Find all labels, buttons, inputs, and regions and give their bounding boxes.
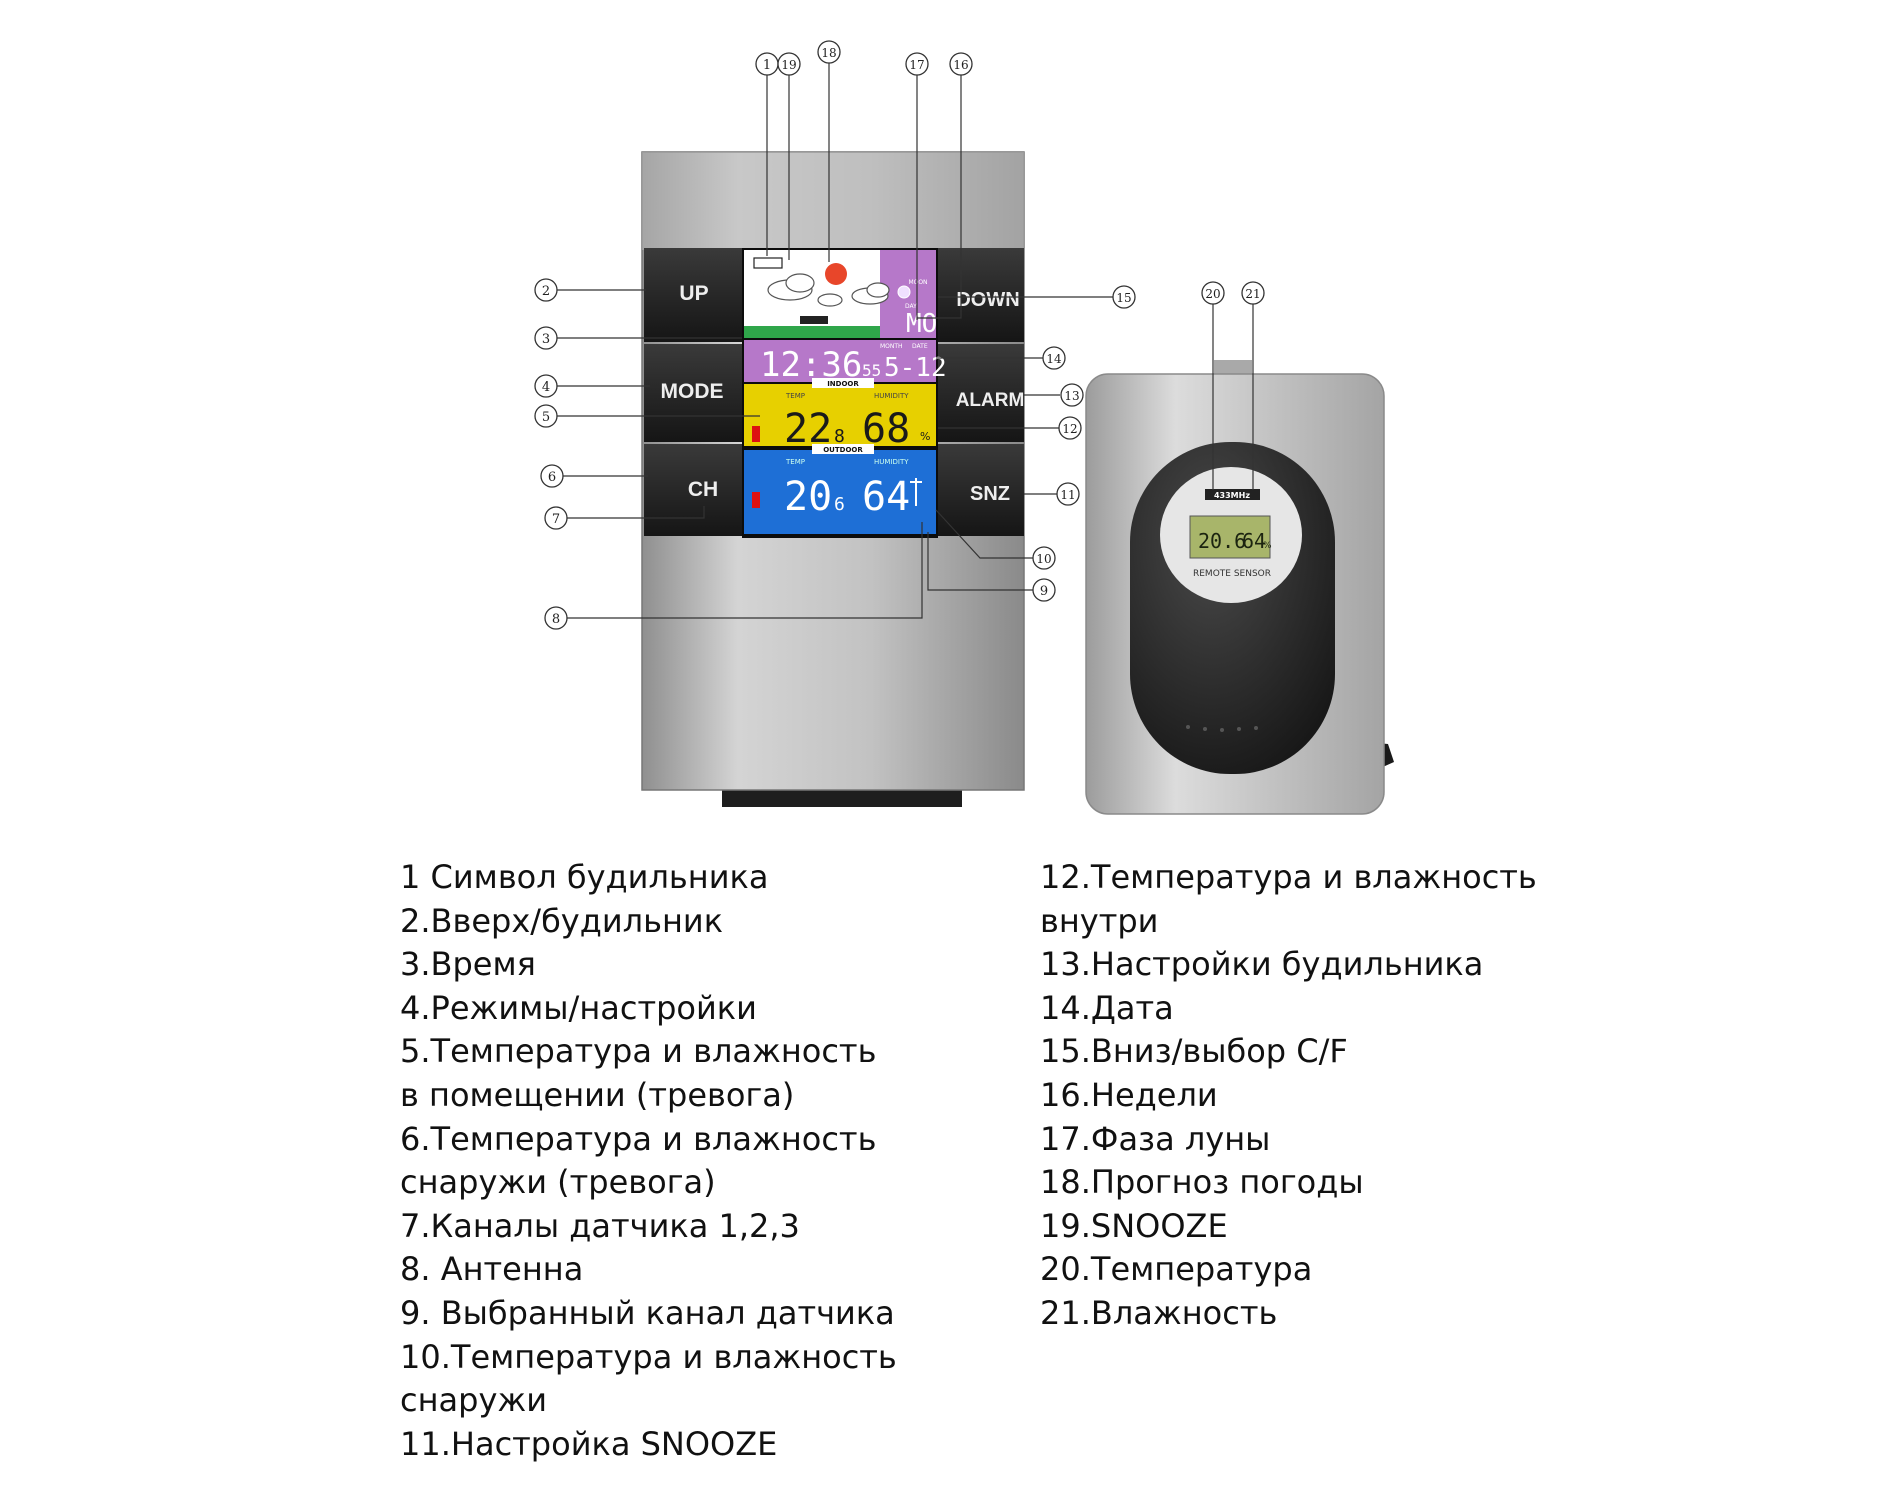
callout-number-10: 10 — [1036, 552, 1051, 566]
month-label: MONTH — [880, 343, 903, 350]
ch-button[interactable]: CH — [644, 444, 748, 536]
callout-number-16: 16 — [953, 58, 968, 72]
sensor-percent: % — [1263, 541, 1272, 551]
callout-number-12: 12 — [1062, 422, 1077, 436]
callout-number-1: 1 — [763, 58, 771, 73]
svg-text:CH: CH — [688, 478, 718, 501]
indoor-thermometer-icon — [752, 426, 760, 442]
indoor-label: INDOOR — [827, 380, 859, 388]
legend-line: снаружи (тревога) — [400, 1161, 897, 1205]
indoor-humidity-label: HUMIDITY — [874, 392, 909, 400]
callout-number-11: 11 — [1060, 488, 1075, 502]
seconds-value: 55 — [862, 361, 881, 380]
day-value: MO — [906, 309, 937, 339]
outdoor-temp-value: 20 — [784, 474, 832, 520]
legend-line: 8. Антенна — [400, 1248, 897, 1292]
legend-line: 7.Каналы датчика 1,2,3 — [400, 1205, 897, 1249]
legend-line: 19.SNOOZE — [1040, 1205, 1537, 1249]
legend-line: 21.Влажность — [1040, 1292, 1537, 1336]
legend-line: 14.Дата — [1040, 987, 1537, 1031]
svg-text:DOWN: DOWN — [956, 289, 1019, 311]
callout-number-2: 2 — [542, 284, 550, 299]
date-label: DATE — [912, 343, 928, 350]
legend-line: 3.Время — [400, 943, 897, 987]
legend-line: 18.Прогноз погоды — [1040, 1161, 1537, 1205]
outdoor-label: OUTDOOR — [823, 446, 863, 454]
callout-number-17: 17 — [909, 58, 924, 72]
svg-text:UP: UP — [679, 282, 708, 305]
callout-number-7: 7 — [552, 512, 560, 527]
callout-number-19: 19 — [781, 58, 796, 72]
legend-line: 13.Настройки будильника — [1040, 943, 1537, 987]
legend-line: 20.Температура — [1040, 1248, 1537, 1292]
indoor-temp-label: TEMP — [785, 392, 805, 400]
alarm-button[interactable]: ALARM — [938, 344, 1024, 442]
svg-text:MODE: MODE — [661, 380, 724, 403]
callout-number-14: 14 — [1046, 352, 1062, 366]
legend-line: 9. Выбранный канал датчика — [400, 1292, 897, 1336]
callout-number-5: 5 — [542, 410, 550, 425]
indoor-temp-decimal: 8 — [834, 426, 845, 447]
legend-line: 10.Температура и влажность — [400, 1336, 897, 1380]
sun-icon — [825, 263, 847, 285]
callout-number-8: 8 — [552, 612, 560, 627]
down-button[interactable]: DOWN — [938, 248, 1024, 342]
callout-number-9: 9 — [1040, 584, 1048, 599]
legend-line: 11.Настройка SNOOZE — [400, 1423, 897, 1467]
callout-number-4: 4 — [542, 380, 550, 395]
station-top-panel — [642, 152, 1024, 250]
grass-icon — [800, 316, 828, 324]
device-diagram: UP MODE CH DOWN ALARM SNZ — [0, 0, 1897, 820]
legend-right: 12.Температура и влажностьвнутри13.Настр… — [1040, 856, 1537, 1336]
callout-number-20: 20 — [1205, 287, 1220, 301]
legend-line: 5.Температура и влажность — [400, 1030, 897, 1074]
legend-line: 4.Режимы/настройки — [400, 987, 897, 1031]
legend-line: 16.Недели — [1040, 1074, 1537, 1118]
legend-line: снаружи — [400, 1379, 897, 1423]
legend-line: 1 Символ будильника — [400, 856, 897, 900]
indoor-percent: % — [920, 430, 930, 443]
outdoor-temp-label: TEMP — [785, 458, 805, 466]
snz-button[interactable]: SNZ — [938, 444, 1024, 536]
callout-number-6: 6 — [548, 470, 556, 485]
moon-label: MOON — [908, 279, 927, 286]
callout-number-3: 3 — [542, 332, 550, 347]
outdoor-thermometer-icon — [752, 492, 760, 508]
sensor-temp-value: 20.6 — [1198, 529, 1246, 553]
freq-label: 433MHz — [1214, 491, 1250, 500]
legend-line: 17.Фаза луны — [1040, 1118, 1537, 1162]
callout-number-18: 18 — [821, 46, 836, 60]
legend-line: 15.Вниз/выбор C/F — [1040, 1030, 1537, 1074]
mode-button[interactable]: MODE — [644, 344, 748, 442]
outdoor-humidity-value: 64 — [862, 474, 910, 520]
outdoor-temp-decimal: 6 — [834, 494, 845, 515]
legend-line: 6.Температура и влажность — [400, 1118, 897, 1162]
callout-number-15: 15 — [1116, 291, 1131, 305]
sensor-label: REMOTE SENSOR — [1193, 569, 1271, 579]
moon-phase-icon — [898, 286, 910, 298]
callout-number-21: 21 — [1245, 287, 1260, 301]
svg-text:ALARM: ALARM — [956, 390, 1025, 411]
legend-line: 2.Вверх/будильник — [400, 900, 897, 944]
svg-text:SNZ: SNZ — [970, 483, 1010, 505]
legend-line: в помещении (тревога) — [400, 1074, 897, 1118]
legend-line: 12.Температура и влажность — [1040, 856, 1537, 900]
up-button[interactable]: UP — [644, 248, 748, 342]
legend-line: внутри — [1040, 900, 1537, 944]
callout-number-13: 13 — [1064, 389, 1079, 403]
outdoor-humidity-label: HUMIDITY — [874, 458, 909, 466]
ground-strip — [744, 326, 880, 338]
